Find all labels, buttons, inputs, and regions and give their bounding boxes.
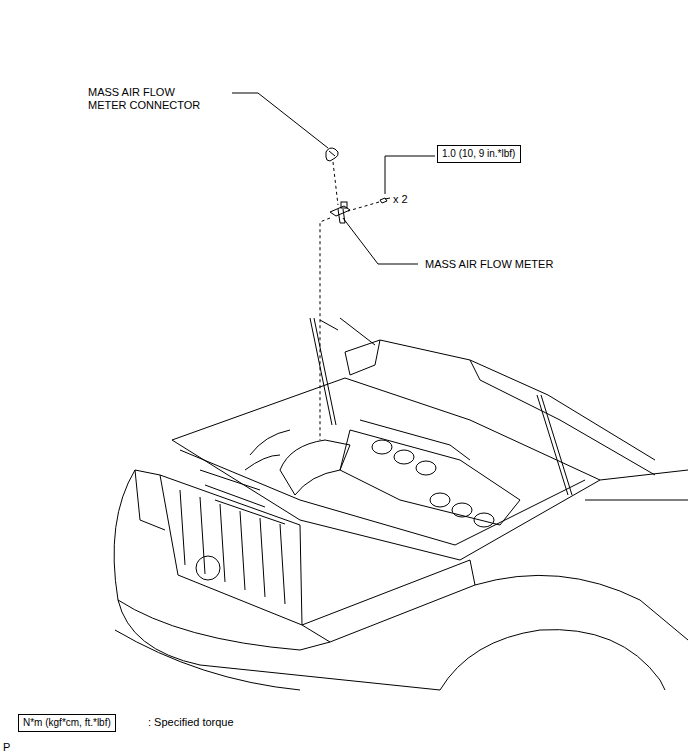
intake-pipe bbox=[280, 440, 350, 495]
fender bbox=[475, 575, 688, 640]
grille bbox=[160, 475, 302, 625]
meter-part bbox=[341, 202, 347, 208]
hood-strut bbox=[314, 318, 336, 425]
hood bbox=[320, 318, 375, 345]
engine-cover bbox=[430, 493, 450, 507]
box-text: N*m (kgf*cm, ft.*lbf) bbox=[23, 717, 111, 728]
page-code: P bbox=[3, 741, 10, 754]
quantity-label: x 2 bbox=[393, 193, 408, 206]
box-text: 1.0 (10, 9 in.*lbf) bbox=[442, 148, 515, 159]
engine-cover bbox=[416, 461, 436, 475]
engine-cover bbox=[372, 440, 392, 454]
legend-box: N*m (kgf*cm, ft.*lbf) bbox=[18, 714, 116, 732]
hood-strut bbox=[310, 318, 332, 425]
wheel-arch bbox=[440, 630, 665, 690]
connector-part bbox=[329, 151, 335, 156]
engine-cover bbox=[394, 450, 414, 464]
bumper bbox=[114, 470, 440, 690]
emblem bbox=[196, 556, 220, 580]
leader-line bbox=[232, 93, 328, 148]
grille bbox=[180, 490, 285, 604]
hood-strut bbox=[537, 395, 568, 495]
engine-cover bbox=[452, 503, 472, 517]
fender bbox=[585, 470, 688, 500]
bolt-symbol bbox=[380, 198, 390, 203]
connector-part bbox=[326, 148, 338, 161]
leader-line bbox=[385, 156, 435, 194]
engine-cover bbox=[360, 420, 470, 460]
part-name: MASS AIR FLOW METER bbox=[425, 258, 553, 271]
leader-line bbox=[343, 218, 418, 264]
torque-box: 1.0 (10, 9 in.*lbf) bbox=[437, 145, 521, 163]
hood bbox=[470, 360, 655, 475]
hood bbox=[345, 340, 655, 460]
bumper bbox=[115, 630, 300, 690]
engine-cover bbox=[474, 513, 494, 527]
headlight bbox=[302, 560, 475, 642]
bumper bbox=[118, 600, 330, 650]
assembly-line bbox=[333, 162, 338, 205]
part-name: MASS AIR FLOW METER CONNECTOR bbox=[88, 86, 210, 112]
assembly-line bbox=[348, 202, 379, 211]
engine-bay bbox=[172, 378, 600, 560]
intake-pipe bbox=[245, 430, 290, 470]
engine-cover bbox=[340, 430, 520, 525]
hood-strut bbox=[541, 395, 572, 495]
meter-part bbox=[338, 209, 345, 223]
legend-text: : Specified torque bbox=[148, 716, 234, 729]
headlight bbox=[135, 470, 165, 530]
radiator-support bbox=[200, 470, 285, 524]
